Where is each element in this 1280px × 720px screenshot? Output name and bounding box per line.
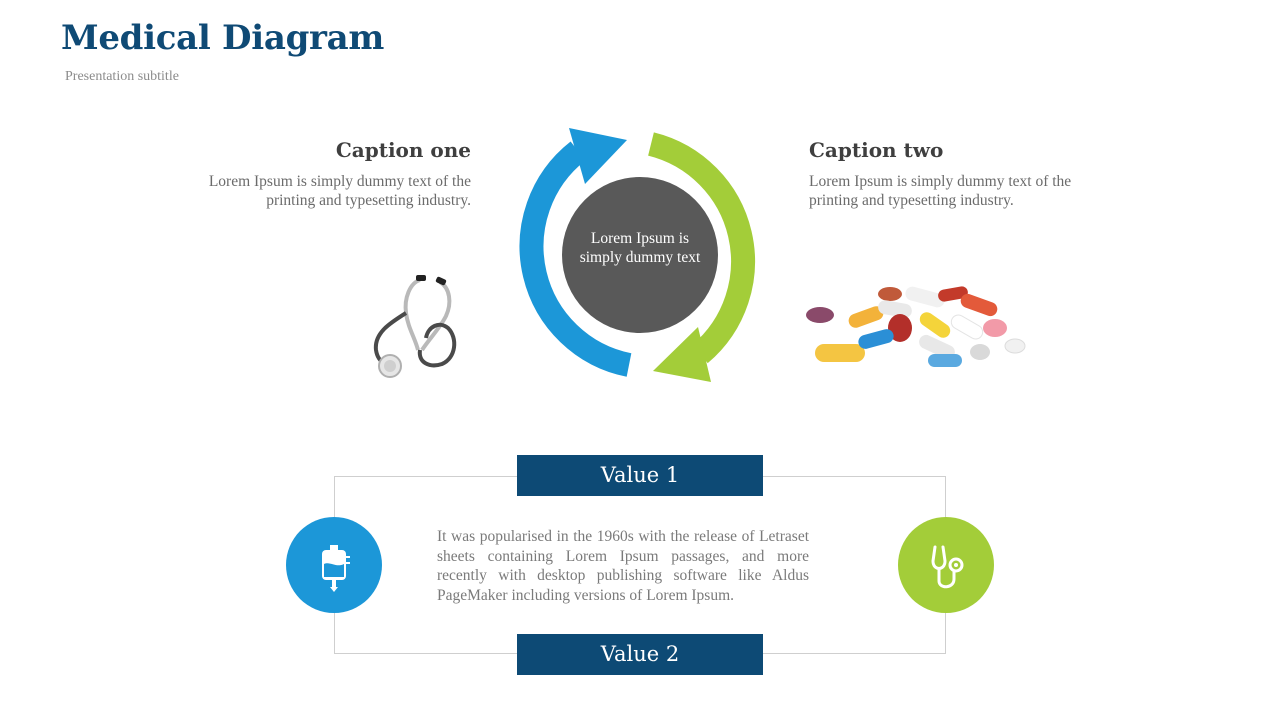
stethoscope-circle [898,517,994,613]
caption-one-body: Lorem Ipsum is simply dummy text of the … [208,173,471,209]
cycle-diagram [519,128,756,382]
caption-two-title: Caption two [809,138,944,162]
value-1-label: Value 1 [517,455,763,496]
page-subtitle: Presentation subtitle [65,69,179,84]
page-title: Medical Diagram [61,18,385,58]
stethoscope-icon [931,545,964,589]
center-text: Lorem Ipsum is simply dummy text [579,230,701,266]
iv-bag-icon [322,545,350,592]
value-2-label: Value 2 [517,634,763,675]
caption-two-body: Lorem Ipsum is simply dummy text of the … [809,173,1072,209]
stethoscope-image [373,275,457,378]
green-arrow-head [653,327,711,382]
iv-bag-circle [286,517,382,613]
center-circle [562,177,718,333]
caption-one-title: Caption one [335,138,471,162]
green-cycle-arrow [647,132,756,364]
value-description: It was popularised in the 1960s with the… [437,528,809,604]
pills-image [806,286,1026,367]
blue-arrow-head [569,128,627,184]
blue-cycle-arrow [519,141,632,377]
